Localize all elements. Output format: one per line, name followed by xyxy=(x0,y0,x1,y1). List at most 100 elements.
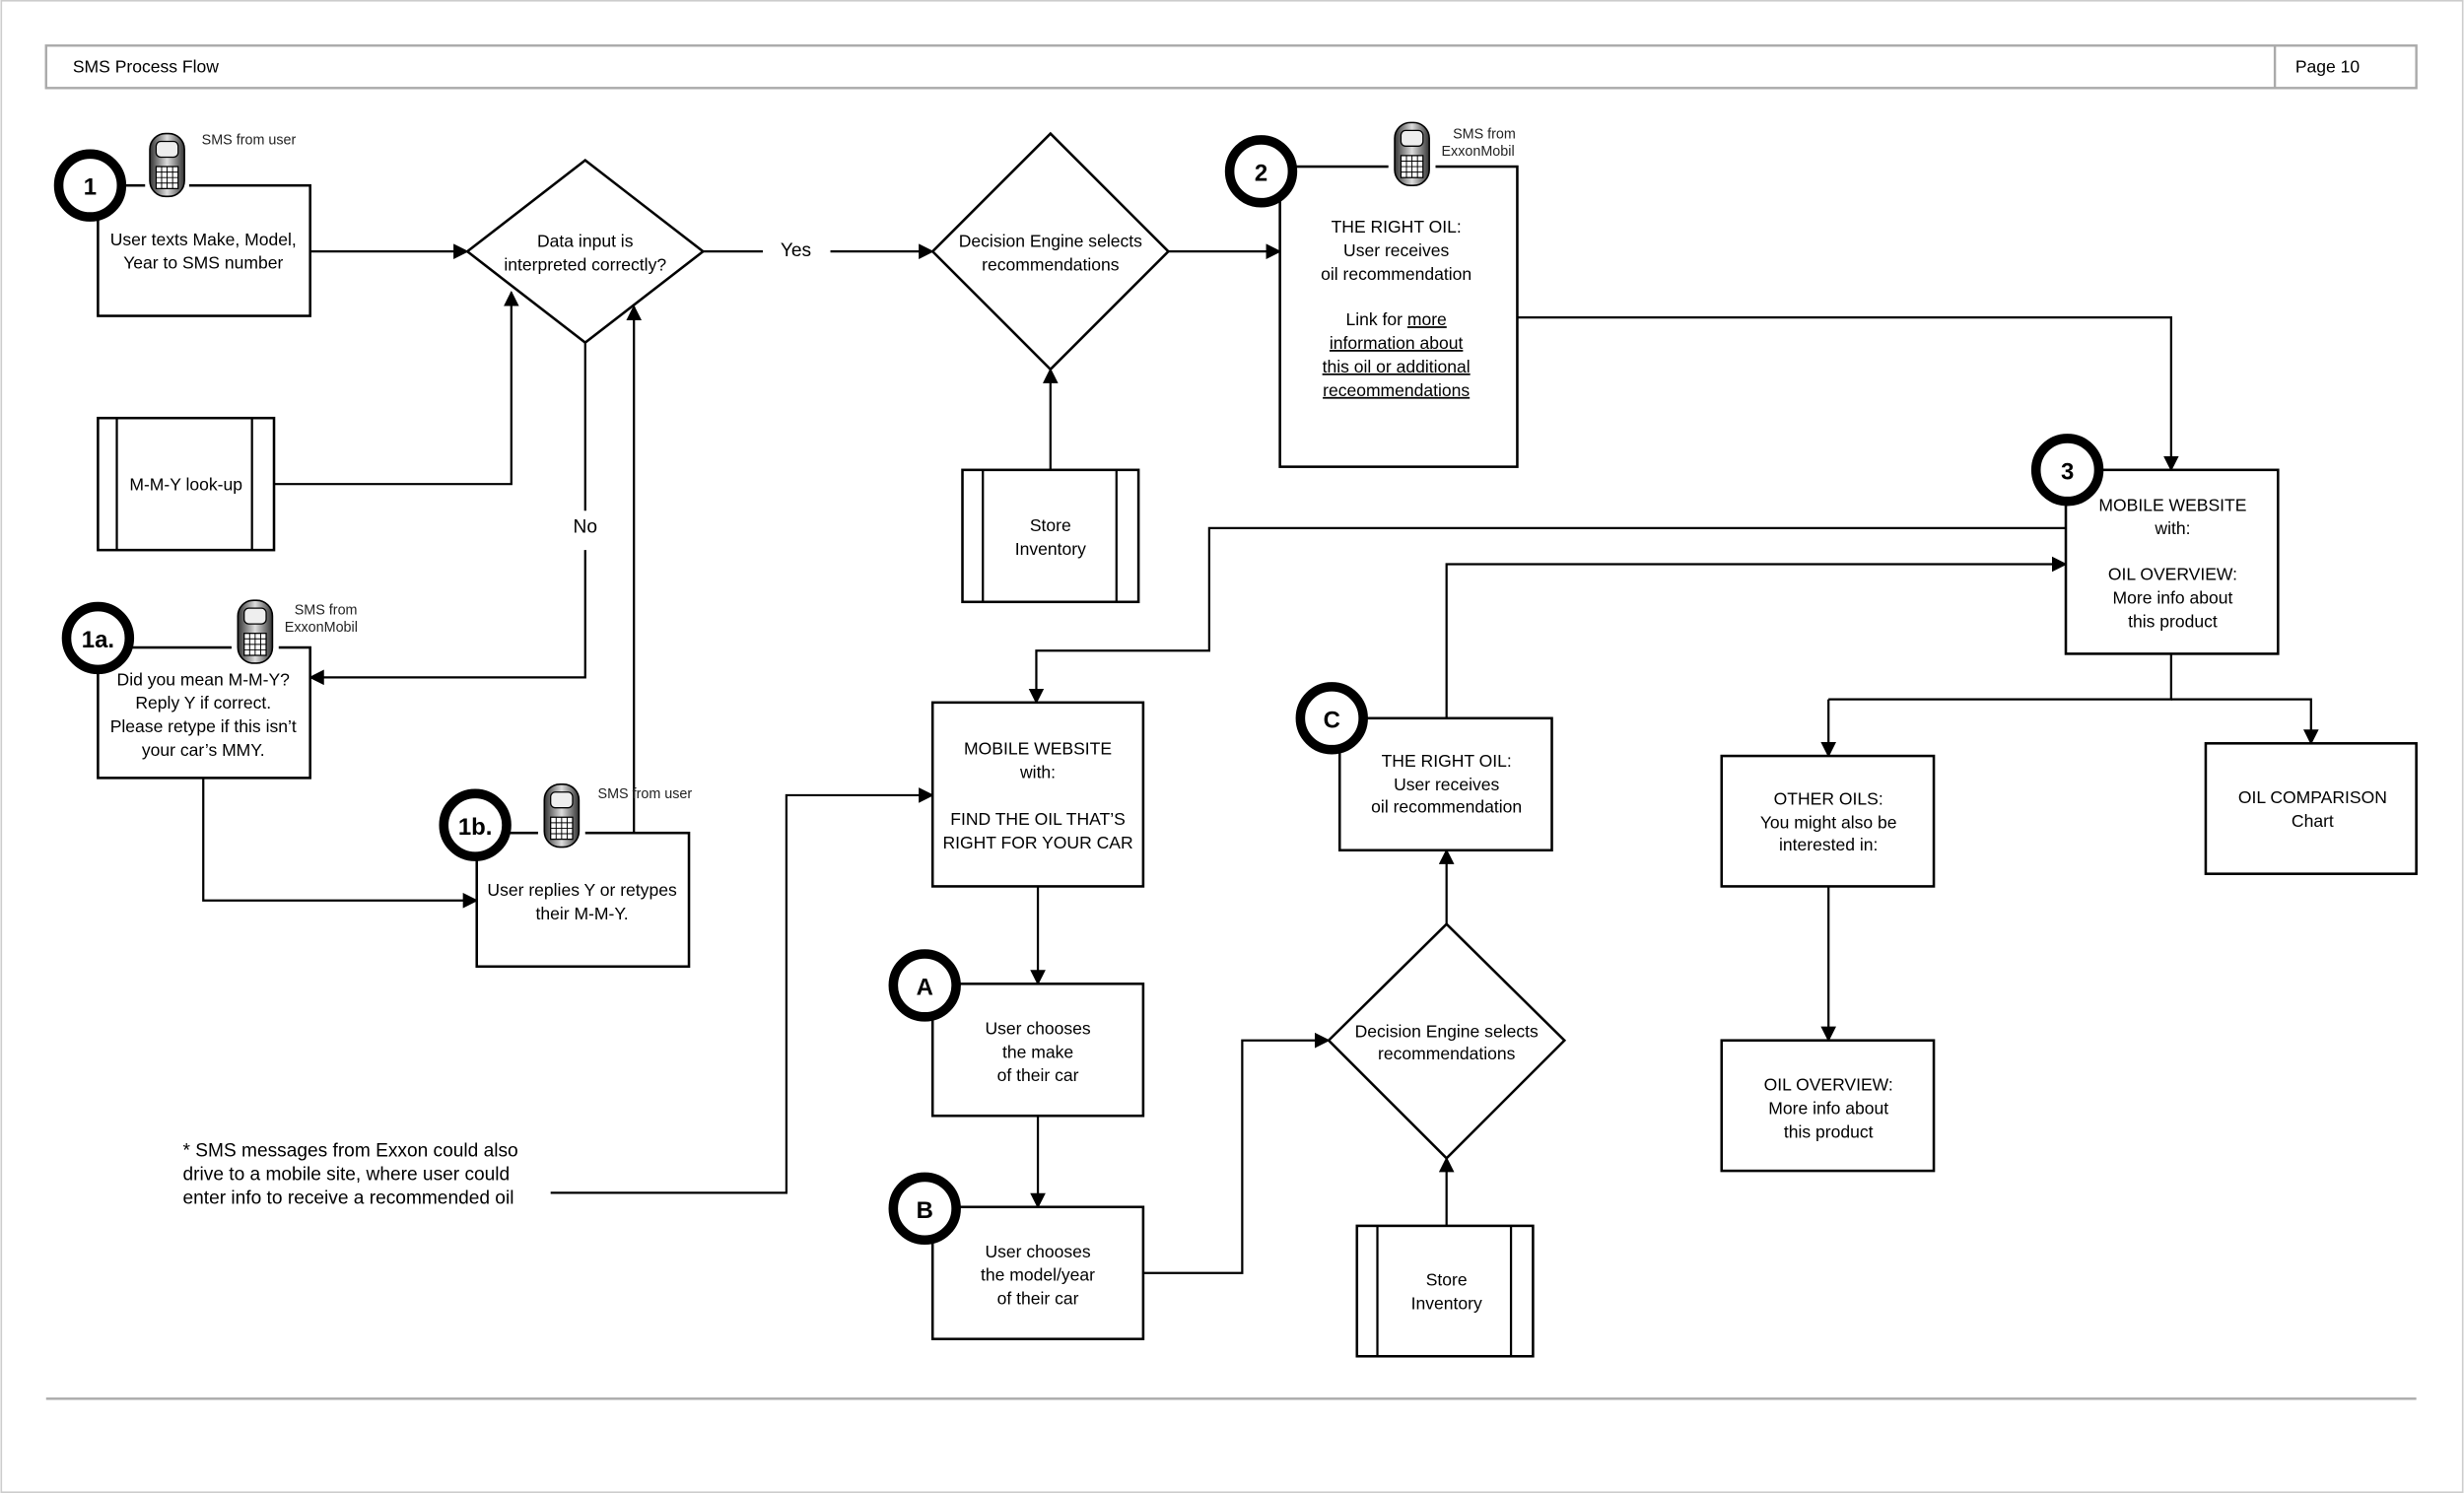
svg-text:Decision Engine selects: Decision Engine selects xyxy=(959,231,1142,250)
svg-text:1b.: 1b. xyxy=(458,814,493,841)
svg-text:ExxonMobil: ExxonMobil xyxy=(1441,144,1514,160)
svg-text:Please retype if this isn’t: Please retype if this isn’t xyxy=(110,716,297,736)
svg-text:More info about: More info about xyxy=(2113,587,2233,607)
svg-text:OIL OVERVIEW:: OIL OVERVIEW: xyxy=(1764,1075,1893,1095)
step-1-user-texts: User texts Make, Model, Year to SMS numb… xyxy=(53,128,311,317)
footnote: * SMS messages from Exxon could also dri… xyxy=(183,1141,518,1209)
svg-text:2: 2 xyxy=(1255,160,1267,186)
svg-text:Link for more: Link for more xyxy=(1345,309,1446,329)
svg-text:this product: this product xyxy=(1784,1122,1874,1142)
svg-text:RIGHT FOR YOUR CAR: RIGHT FOR YOUR CAR xyxy=(942,833,1132,852)
more-info-link[interactable]: information about xyxy=(1330,333,1464,353)
store-inventory-2: Store Inventory xyxy=(1355,1224,1535,1358)
svg-text:their M-M-Y.: their M-M-Y. xyxy=(535,904,628,923)
svg-text:OTHER OILS:: OTHER OILS: xyxy=(1774,789,1883,809)
connectors xyxy=(202,243,2319,1274)
phone-icon xyxy=(543,782,581,848)
svg-text:1: 1 xyxy=(84,174,97,201)
phone-icon xyxy=(149,132,185,198)
decision-engine-1: Decision Engine selects recommendations xyxy=(930,131,1171,372)
svg-text:of their car: of their car xyxy=(997,1289,1079,1309)
mmy-lookup-process: M-M-Y look-up xyxy=(97,416,276,552)
svg-text:C: C xyxy=(1324,707,1340,733)
svg-text:MOBILE WEBSITE: MOBILE WEBSITE xyxy=(2098,495,2246,514)
phone-icon xyxy=(1394,121,1431,187)
svg-text:A: A xyxy=(917,974,933,1000)
svg-text:User replies Y or retypes: User replies Y or retypes xyxy=(487,880,677,900)
svg-text:SMS from: SMS from xyxy=(295,603,358,619)
step-1a-confirm: Did you mean M-M-Y? Reply Y if correct. … xyxy=(61,593,358,780)
step-a-choose-make: User chooses the make of their car A xyxy=(888,949,1145,1118)
other-oils-box: OTHER OILS: You might also be interested… xyxy=(1720,754,1936,888)
store-inventory-1: Store Inventory xyxy=(961,468,1140,604)
page-header: SMS Process Flow Page 10 xyxy=(44,44,2418,90)
svg-text:3: 3 xyxy=(2061,458,2074,485)
svg-text:Reply Y if correct.: Reply Y if correct. xyxy=(135,693,271,713)
svg-text:OIL OVERVIEW:: OIL OVERVIEW: xyxy=(2108,564,2237,583)
svg-text:interpreted correctly?: interpreted correctly? xyxy=(504,254,666,274)
svg-text:THE RIGHT OIL:: THE RIGHT OIL: xyxy=(1332,217,1462,237)
svg-text:1a.: 1a. xyxy=(82,627,114,653)
svg-text:SMS from user: SMS from user xyxy=(598,786,693,802)
svg-text:User texts Make, Model,: User texts Make, Model, xyxy=(110,230,297,249)
svg-text:FIND THE OIL THAT’S: FIND THE OIL THAT’S xyxy=(950,809,1126,829)
svg-text:of their car: of their car xyxy=(997,1065,1079,1085)
svg-text:recommendations: recommendations xyxy=(1378,1044,1516,1063)
step-2-right-oil: THE RIGHT OIL: User receives oil recomme… xyxy=(1224,116,1519,468)
phone-icon xyxy=(237,599,274,664)
svg-text:Decision Engine selects: Decision Engine selects xyxy=(1355,1022,1539,1042)
svg-text:User receives: User receives xyxy=(1394,775,1499,794)
svg-text:MOBILE WEBSITE: MOBILE WEBSITE xyxy=(964,738,1112,758)
no-label: No xyxy=(574,517,597,538)
svg-text:oil recommendation: oil recommendation xyxy=(1371,796,1522,816)
mobile-website-find-oil: MOBILE WEBSITE with: FIND THE OIL THAT’S… xyxy=(930,701,1145,888)
step-3-mobile-website: MOBILE WEBSITE with: OIL OVERVIEW: More … xyxy=(2030,434,2280,655)
svg-text:Inventory: Inventory xyxy=(1411,1293,1482,1313)
svg-text:User chooses: User chooses xyxy=(985,1018,1090,1038)
svg-text:ExxonMobil: ExxonMobil xyxy=(285,620,358,636)
svg-text:enter info to receive a recomm: enter info to receive a recommended oil xyxy=(183,1188,514,1209)
svg-text:drive to a mobile site, where: drive to a mobile site, where user could xyxy=(183,1165,511,1186)
svg-text:oil recommendation: oil recommendation xyxy=(1321,264,1472,284)
svg-text:recommendations: recommendations xyxy=(982,254,1120,274)
svg-text:Inventory: Inventory xyxy=(1015,539,1086,559)
svg-text:SMS from user: SMS from user xyxy=(202,133,297,149)
svg-text:Data input is: Data input is xyxy=(537,231,634,250)
more-info-link[interactable]: receommendations xyxy=(1323,380,1470,400)
svg-text:Store: Store xyxy=(1030,515,1071,535)
svg-text:Year to SMS number: Year to SMS number xyxy=(123,253,283,273)
page-title: SMS Process Flow xyxy=(73,56,219,76)
svg-text:Chart: Chart xyxy=(2292,811,2334,831)
svg-text:interested in:: interested in: xyxy=(1779,835,1878,854)
svg-text:the model/year: the model/year xyxy=(981,1265,1095,1285)
oil-overview-box: OIL OVERVIEW: More info about this produ… xyxy=(1720,1039,1936,1173)
svg-text:M-M-Y look-up: M-M-Y look-up xyxy=(129,475,242,495)
svg-text:with:: with: xyxy=(2154,518,2190,538)
svg-text:THE RIGHT OIL:: THE RIGHT OIL: xyxy=(1382,751,1512,771)
step-badge xyxy=(53,149,127,222)
svg-text:this product: this product xyxy=(2128,611,2218,631)
svg-text:the make: the make xyxy=(1002,1042,1073,1061)
step-c-right-oil: THE RIGHT OIL: User receives oil recomme… xyxy=(1295,682,1553,852)
svg-text:your car’s MMY.: your car’s MMY. xyxy=(142,740,265,760)
svg-text:You might also be: You might also be xyxy=(1760,812,1897,832)
svg-text:* SMS messages from Exxon coul: * SMS messages from Exxon could also xyxy=(183,1141,518,1162)
more-info-link[interactable]: more xyxy=(1407,309,1447,329)
more-info-link[interactable]: this oil or additional xyxy=(1323,357,1471,376)
svg-text:OIL COMPARISON: OIL COMPARISON xyxy=(2238,787,2387,807)
page-number: Page 10 xyxy=(2295,56,2361,76)
svg-text:User receives: User receives xyxy=(1343,240,1449,260)
svg-text:User chooses: User chooses xyxy=(985,1242,1090,1261)
svg-text:B: B xyxy=(917,1197,933,1224)
svg-text:Did you mean M-M-Y?: Did you mean M-M-Y? xyxy=(117,669,291,689)
svg-text:SMS from: SMS from xyxy=(1453,126,1516,142)
decision-engine-2: Decision Engine selects recommendations xyxy=(1327,921,1567,1161)
decision-data-interpreted: Data input is interpreted correctly? Yes… xyxy=(465,159,811,538)
oil-comparison-box: OIL COMPARISON Chart xyxy=(2204,742,2418,875)
step-1b-user-replies: User replies Y or retypes their M-M-Y. 1… xyxy=(439,778,693,969)
step-b-choose-model-year: User chooses the model/year of their car… xyxy=(888,1172,1145,1340)
svg-text:Store: Store xyxy=(1426,1269,1468,1289)
svg-text:More info about: More info about xyxy=(1768,1099,1888,1119)
